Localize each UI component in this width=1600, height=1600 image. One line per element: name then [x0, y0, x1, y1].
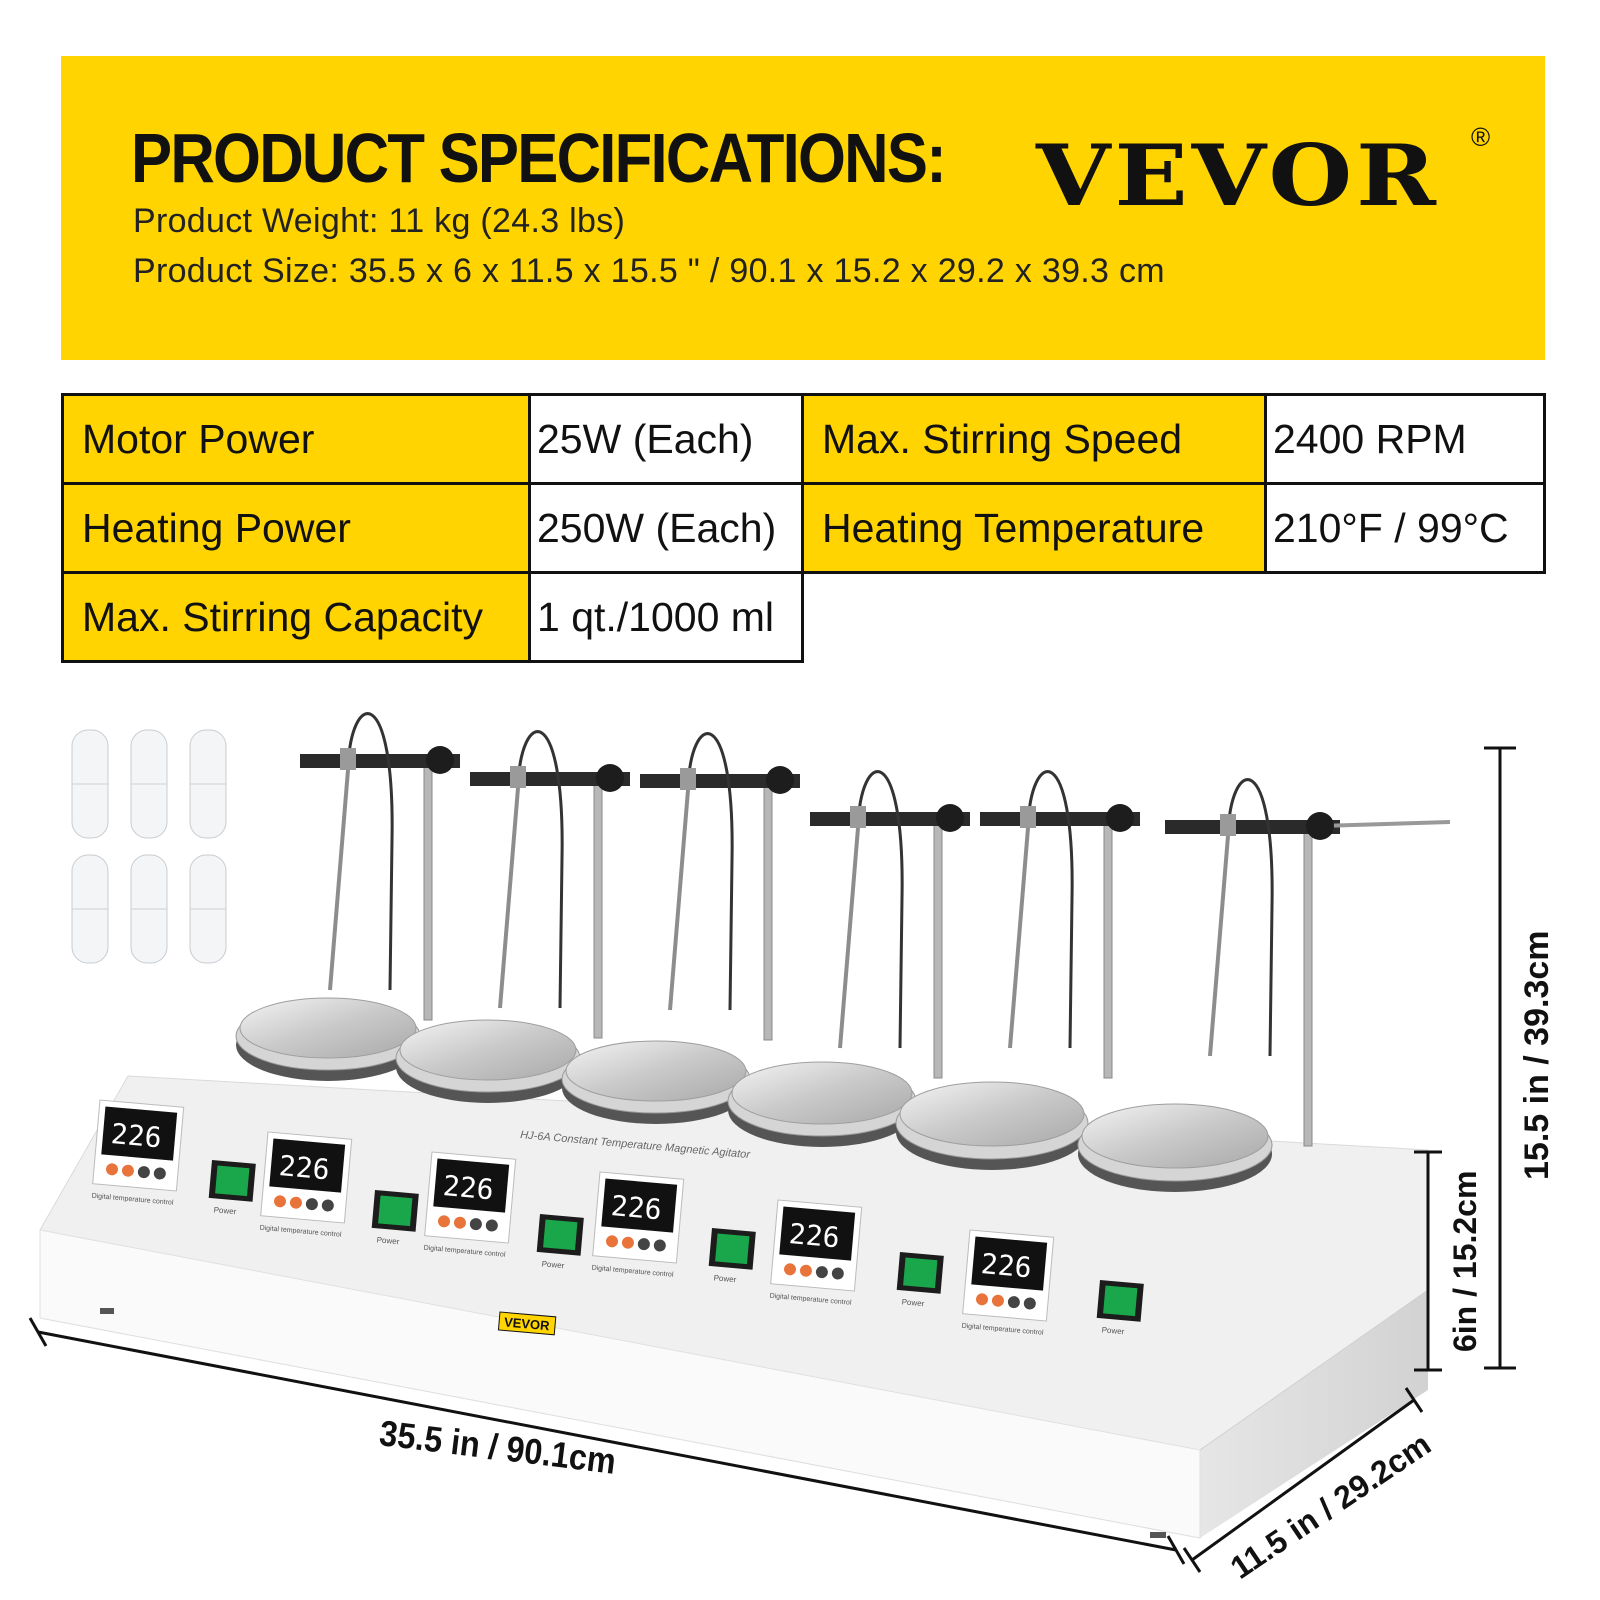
power-switch[interactable]: Power [1095, 1280, 1144, 1338]
product-illustration: HJ-6A Constant Temperature Magnetic Agit… [28, 712, 1556, 1586]
hot-plate [235, 997, 421, 1081]
stand-assembly [300, 712, 460, 1021]
spec-value: 210°F / 99°C [1264, 482, 1546, 574]
temperature-controller: 226 Digital temperature control [423, 1151, 517, 1259]
stir-bar-icon [130, 854, 168, 964]
stir-bars [71, 729, 227, 964]
temperature-controller: 226 Digital temperature control [591, 1171, 685, 1279]
dimension-base-height: 6in / 15.2cm [1414, 1150, 1483, 1372]
power-switch[interactable]: Power [207, 1160, 256, 1218]
stir-bar-icon [130, 729, 168, 839]
registered-mark: ® [1471, 122, 1491, 152]
spec-label: Max. Stirring Speed [801, 393, 1267, 485]
hot-plate [727, 1061, 917, 1147]
stand-assembly [1165, 778, 1451, 1147]
spec-banner: PRODUCT SPECIFICATIONS: Product Weight: … [61, 56, 1545, 360]
spec-label: Max. Stirring Capacity [61, 571, 531, 663]
power-switch[interactable]: Power [707, 1228, 756, 1286]
hot-plates [235, 997, 1273, 1192]
hot-plate [895, 1081, 1089, 1170]
power-caption: Power [713, 1273, 737, 1284]
power-caption: Power [213, 1205, 237, 1216]
hot-plate [395, 1019, 581, 1103]
spec-table: Motor Power 25W (Each) Max. Stirring Spe… [61, 393, 1546, 663]
power-switch[interactable]: Power [370, 1190, 419, 1248]
table-row: Heating Power 250W (Each) Heating Temper… [61, 482, 1546, 574]
power-caption: Power [901, 1297, 925, 1308]
table-row: Max. Stirring Capacity 1 qt./1000 ml [61, 571, 1545, 663]
spec-value: 25W (Each) [528, 393, 804, 485]
power-caption: Power [541, 1259, 565, 1270]
hot-plate [561, 1040, 751, 1124]
stir-bar-icon [71, 854, 109, 964]
stir-bar-icon [189, 729, 227, 839]
total-height-label: 15.5 in / 39.3cm [1518, 931, 1556, 1181]
brand-logo: VEVOR [1036, 126, 1440, 226]
temperature-display: 226 [442, 1169, 495, 1206]
temperature-controller: 226 Digital temperature control [91, 1099, 185, 1207]
temperature-display: 226 [980, 1247, 1033, 1284]
table-row: Motor Power 25W (Each) Max. Stirring Spe… [61, 393, 1546, 485]
stand-assembly [640, 732, 800, 1041]
dimension-total-height: 15.5 in / 39.3cm [1484, 746, 1556, 1370]
spec-value: 250W (Each) [528, 482, 804, 574]
power-switch[interactable]: Power [895, 1252, 944, 1310]
base-height-label: 6in / 15.2cm [1447, 1171, 1483, 1352]
stir-bar-icon [189, 854, 227, 964]
empty-cell [803, 573, 1545, 662]
stir-bar-icon [71, 729, 109, 839]
stand-assemblies [300, 712, 1451, 1147]
power-caption: Power [376, 1235, 400, 1246]
banner-title: PRODUCT SPECIFICATIONS: [131, 119, 947, 197]
power-caption: Power [1101, 1325, 1125, 1336]
temperature-display: 226 [788, 1217, 841, 1254]
spec-value: 2400 RPM [1264, 393, 1546, 485]
spec-value: 1 qt./1000 ml [528, 571, 804, 663]
power-switch[interactable]: Power [535, 1214, 584, 1272]
spec-label: Heating Temperature [801, 482, 1267, 574]
stand-assembly [810, 770, 970, 1079]
stand-assembly [470, 730, 630, 1039]
front-logo-badge: VEVOR [497, 1311, 557, 1336]
product-weight: Product Weight: 11 kg (24.3 lbs) [133, 202, 626, 240]
spec-label: Heating Power [61, 482, 531, 574]
front-logo-text: VEVOR [503, 1314, 550, 1333]
hot-plate [1077, 1103, 1273, 1192]
product-size: Product Size: 35.5 x 6 x 11.5 x 15.5 " /… [133, 252, 1165, 290]
temperature-display: 226 [110, 1117, 163, 1154]
temperature-display: 226 [278, 1149, 331, 1186]
temperature-display: 226 [610, 1189, 663, 1226]
spec-label: Motor Power [61, 393, 531, 485]
stand-assembly [980, 770, 1140, 1079]
length-label: 35.5 in / 90.1cm [377, 1414, 618, 1483]
temperature-controller: 226 Digital temperature control [769, 1199, 863, 1307]
